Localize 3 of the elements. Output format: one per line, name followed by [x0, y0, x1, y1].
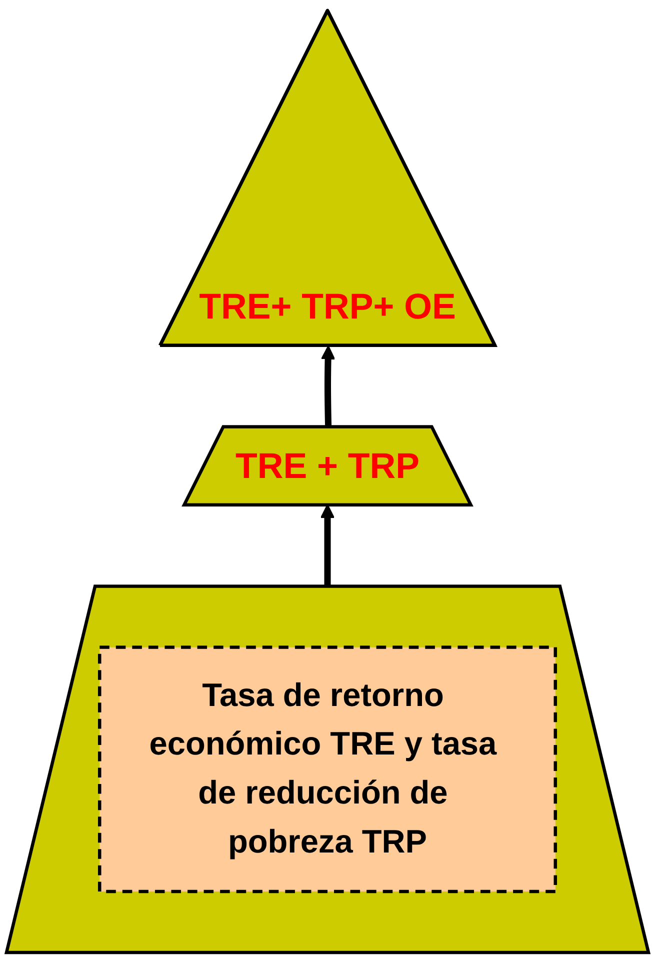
cluster — [4, 584, 651, 954]
arrow — [320, 504, 335, 586]
node-box: Tasa de retorno económico TRE y tasa de reducción de pobreza TRP — [98, 646, 557, 894]
